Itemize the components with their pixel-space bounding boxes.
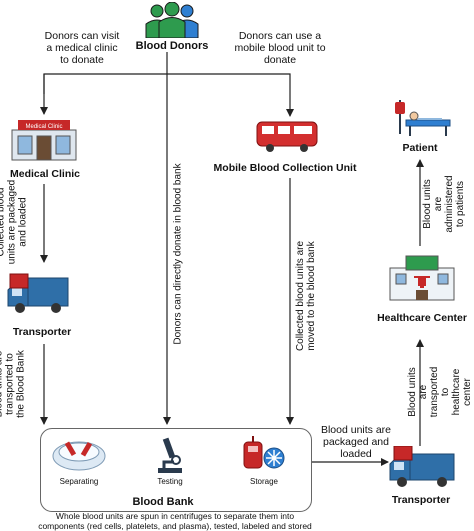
- note-bank-packaged: Blood units are packaged and loaded: [320, 424, 392, 460]
- step-storage: Storage: [249, 477, 279, 486]
- blood-bank-label: Blood Bank: [132, 496, 194, 508]
- transporter-right-truck-icon: [389, 446, 455, 487]
- note-mobile-unit: Donors can use a mobile blood unit to do…: [234, 30, 326, 66]
- note-clinic-packaged-text: Collected blood units are packaged and l…: [0, 179, 29, 265]
- blood-donors-icon: [145, 2, 199, 38]
- clinic-sign-text: Medical Clinic: [25, 124, 62, 130]
- blood-donors-label: Blood Donors: [135, 40, 209, 52]
- transporter-left-label: Transporter: [12, 326, 72, 338]
- transporter-right-label: Transporter: [391, 494, 451, 506]
- step-testing: Testing: [157, 477, 183, 486]
- storage-blood-bag-icon: [243, 436, 285, 469]
- note-mobile-moved: Collected blood units are moved to the b…: [295, 241, 317, 351]
- note-to-bank: Blood units are transported to the Blood…: [0, 350, 27, 418]
- testing-microscope-icon: [158, 437, 182, 473]
- medical-clinic-icon: Medical Clinic: [11, 120, 77, 161]
- healthcare-center-hospital-icon: [389, 255, 455, 301]
- note-to-bank-text: Blood units are transported to the Blood…: [0, 350, 27, 418]
- note-to-healthcare: Blood units are transported to healthcar…: [407, 367, 473, 418]
- mobile-blood-unit-label: Mobile Blood Collection Unit: [213, 162, 357, 174]
- step-separating: Separating: [59, 477, 99, 486]
- note-direct-text: Donors can directly donate in blood bank: [172, 163, 184, 345]
- patient-label: Patient: [402, 142, 438, 154]
- note-visit-clinic: Donors can visit a medical clinic to don…: [44, 30, 120, 66]
- healthcare-center-label: Healthcare Center: [377, 312, 467, 324]
- mobile-blood-unit-icon: [256, 121, 318, 152]
- transporter-left-truck-icon: [7, 273, 69, 313]
- patient-bed-icon: [395, 100, 451, 136]
- note-to-healthcare-text: Blood units are transported to healthcar…: [407, 366, 473, 418]
- separating-centrifuge-icon: [52, 441, 106, 471]
- medical-clinic-label: Medical Clinic: [9, 168, 81, 180]
- note-administered-text: Blood units are administered to patients: [422, 175, 466, 233]
- note-administered: Blood units are administered to patients: [422, 175, 466, 232]
- note-mobile-moved-text: Collected blood units are moved to the b…: [295, 240, 317, 352]
- blood-bank-caption: Whole blood units are spun in centrifuge…: [38, 511, 312, 531]
- note-direct-donate: Donors can directly donate in blood bank: [173, 163, 184, 344]
- note-clinic-packaged: Collected blood units are packaged and l…: [0, 180, 29, 265]
